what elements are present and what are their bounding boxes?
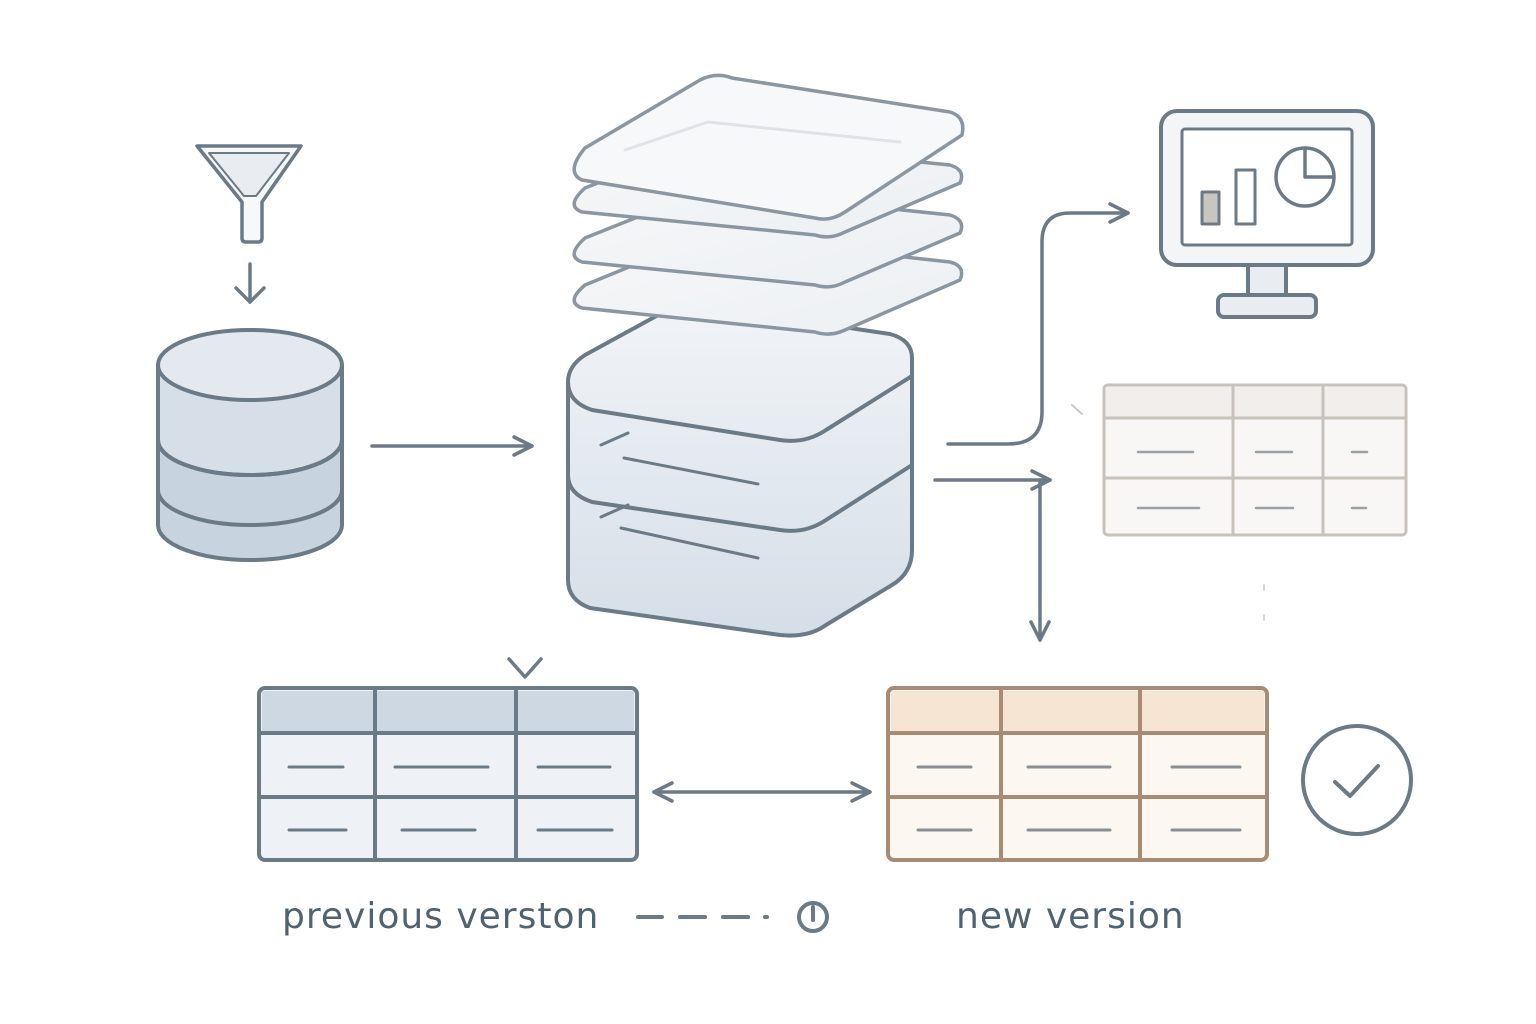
chart-bar [1234,168,1257,226]
database-icon [156,328,344,562]
chevron-down-icon [507,657,543,679]
arrow-warehouse-to-outputs [933,469,1052,642]
table-icon [1071,383,1408,537]
arrow-warehouse-to-dashboard [946,202,1130,446]
checkmark-circle-icon [1301,724,1413,836]
warehouse-cube [566,303,914,638]
previous-version-label: previous verston [282,896,600,937]
chart-bar [1200,190,1221,226]
stacked-layers-icon [566,73,965,638]
new-version-table [886,686,1269,862]
pie-chart [1274,146,1336,208]
new-version-label: new version [956,896,1185,937]
monitor-chart-icon [1159,109,1375,319]
previous-version-table [257,686,639,862]
funnel-icon [195,144,303,244]
timer-icon [797,901,829,933]
layer-sheet [572,73,965,221]
arrow-funnel-to-database [234,262,266,304]
